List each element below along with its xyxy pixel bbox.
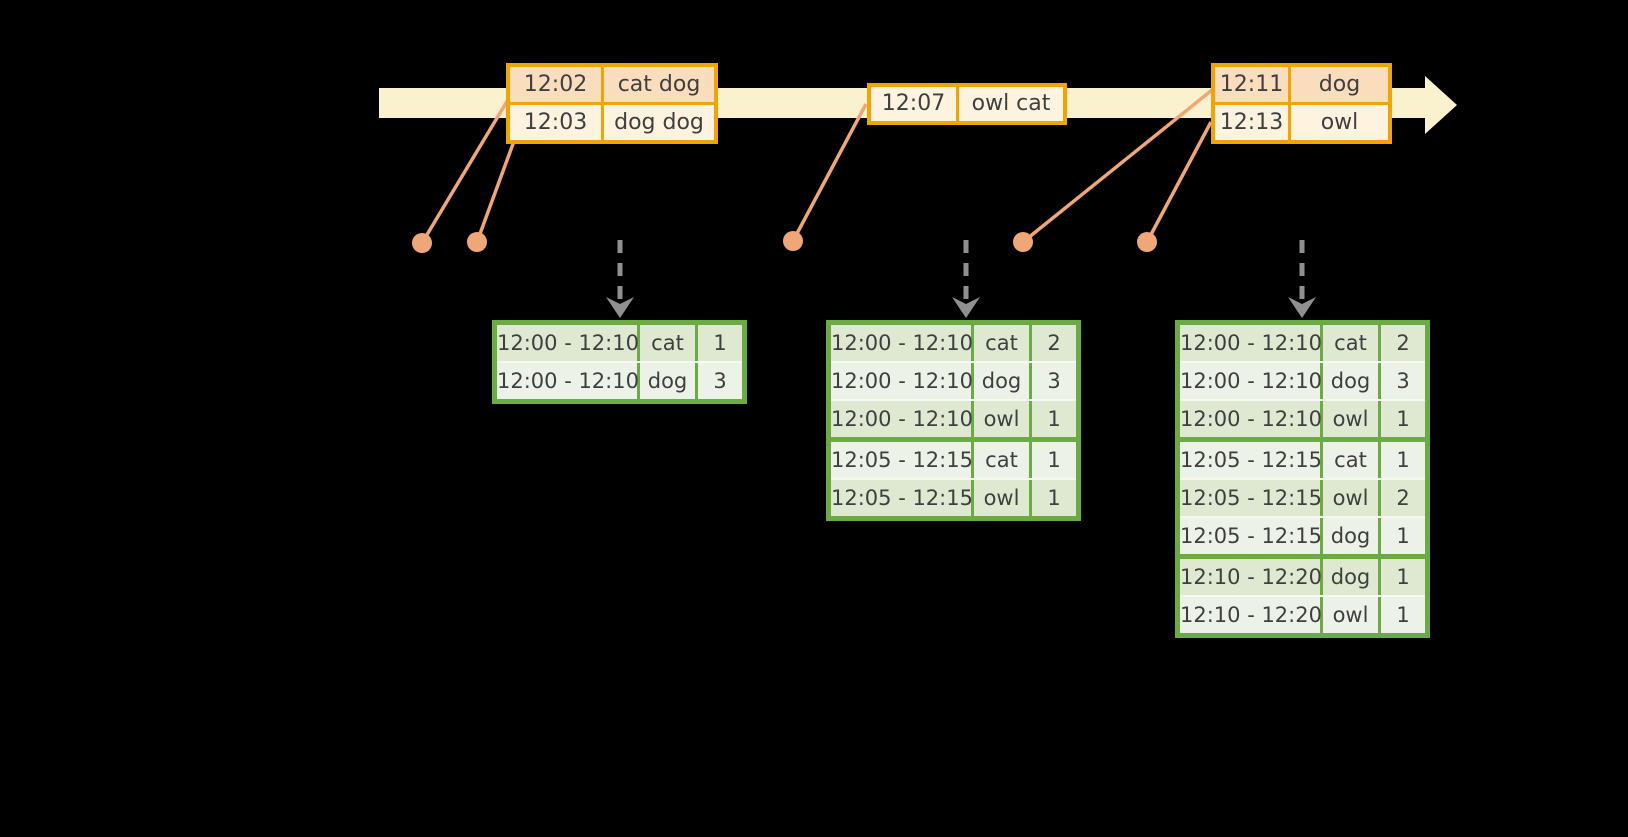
event-words-cell: dog bbox=[1291, 67, 1388, 102]
result-row: 12:05 - 12:15 cat 1 bbox=[831, 437, 1076, 478]
result-row: 12:05 - 12:15 owl 1 bbox=[831, 478, 1076, 516]
event-time-cell: 12:13 bbox=[1215, 105, 1288, 140]
trigger-arrows bbox=[606, 240, 1316, 318]
count-cell: 3 bbox=[698, 363, 742, 399]
window-cell: 12:00 - 12:10 bbox=[1180, 363, 1322, 399]
window-cell: 12:00 - 12:10 bbox=[497, 363, 639, 399]
result-table: 12:00 - 12:10 cat 2 12:00 - 12:10 dog 3 … bbox=[1175, 320, 1430, 638]
event-dot bbox=[783, 231, 803, 251]
result-row: 12:10 - 12:20 dog 1 bbox=[1180, 554, 1425, 595]
word-cell: dog bbox=[640, 363, 695, 399]
window-cell: 12:00 - 12:10 bbox=[831, 363, 973, 399]
word-cell: dog bbox=[1323, 363, 1378, 399]
result-row: 12:05 - 12:15 cat 1 bbox=[1180, 437, 1425, 478]
window-cell: 12:00 - 12:10 bbox=[831, 401, 973, 437]
window-cell: 12:00 - 12:10 bbox=[831, 325, 973, 361]
word-cell: owl bbox=[1323, 480, 1378, 516]
event-table: 12:02 cat dog 12:03 dog dog bbox=[506, 63, 718, 144]
word-cell: dog bbox=[1323, 559, 1378, 595]
word-cell: cat bbox=[640, 325, 695, 361]
event-table: 12:07 owl cat bbox=[867, 83, 1067, 125]
connector-lines bbox=[420, 88, 1214, 244]
event-time-cell: 12:07 bbox=[871, 87, 956, 121]
window-cell: 12:00 - 12:10 bbox=[497, 325, 639, 361]
result-row: 12:00 - 12:10 cat 1 bbox=[497, 325, 742, 361]
event-words-cell: owl cat bbox=[959, 87, 1063, 121]
event-row: 12:02 cat dog bbox=[510, 67, 714, 102]
connector-line bbox=[475, 132, 519, 243]
count-cell: 1 bbox=[1381, 597, 1425, 633]
dashed-down-arrow-icon bbox=[952, 240, 980, 318]
result-table: 12:00 - 12:10 cat 2 12:00 - 12:10 dog 3 … bbox=[826, 320, 1081, 521]
count-cell: 3 bbox=[1381, 363, 1425, 399]
result-row: 12:00 - 12:10 dog 3 bbox=[497, 361, 742, 399]
window-cell: 12:10 - 12:20 bbox=[1180, 597, 1322, 633]
event-row: 12:11 dog bbox=[1215, 67, 1388, 102]
event-words-cell: owl bbox=[1291, 105, 1388, 140]
dashed-down-arrow-icon bbox=[606, 240, 634, 318]
event-dot bbox=[1137, 232, 1157, 252]
result-row: 12:00 - 12:10 owl 1 bbox=[1180, 399, 1425, 437]
window-cell: 12:05 - 12:15 bbox=[1180, 518, 1322, 554]
connector-line bbox=[1145, 121, 1213, 243]
result-row: 12:00 - 12:10 cat 2 bbox=[831, 325, 1076, 361]
count-cell: 2 bbox=[1381, 325, 1425, 361]
connector-line bbox=[791, 103, 868, 242]
count-cell: 1 bbox=[1032, 480, 1076, 516]
result-row: 12:05 - 12:15 dog 1 bbox=[1180, 516, 1425, 554]
count-cell: 2 bbox=[1032, 325, 1076, 361]
result-row: 12:00 - 12:10 dog 3 bbox=[831, 361, 1076, 399]
event-row: 12:13 owl bbox=[1215, 105, 1388, 140]
count-cell: 1 bbox=[1381, 442, 1425, 478]
count-cell: 1 bbox=[698, 325, 742, 361]
word-cell: owl bbox=[1323, 401, 1378, 437]
count-cell: 2 bbox=[1381, 480, 1425, 516]
event-words-cell: cat dog bbox=[604, 67, 714, 102]
word-cell: owl bbox=[974, 401, 1029, 437]
count-cell: 1 bbox=[1032, 442, 1076, 478]
result-row: 12:00 - 12:10 dog 3 bbox=[1180, 361, 1425, 399]
word-cell: owl bbox=[974, 480, 1029, 516]
word-cell: cat bbox=[1323, 325, 1378, 361]
count-cell: 3 bbox=[1032, 363, 1076, 399]
word-cell: cat bbox=[974, 442, 1029, 478]
event-time-cell: 12:02 bbox=[510, 67, 601, 102]
window-cell: 12:05 - 12:15 bbox=[831, 480, 973, 516]
count-cell: 1 bbox=[1381, 518, 1425, 554]
count-cell: 1 bbox=[1381, 559, 1425, 595]
window-cell: 12:05 - 12:15 bbox=[1180, 480, 1322, 516]
event-dot bbox=[1013, 232, 1033, 252]
result-row: 12:00 - 12:10 cat 2 bbox=[1180, 325, 1425, 361]
event-dot bbox=[467, 232, 487, 252]
window-cell: 12:00 - 12:10 bbox=[1180, 401, 1322, 437]
word-cell: cat bbox=[974, 325, 1029, 361]
event-table: 12:11 dog 12:13 owl bbox=[1211, 63, 1392, 144]
event-time-cell: 12:03 bbox=[510, 105, 601, 140]
word-cell: owl bbox=[1323, 597, 1378, 633]
count-cell: 1 bbox=[1032, 401, 1076, 437]
event-time-cell: 12:11 bbox=[1215, 67, 1288, 102]
event-dot bbox=[412, 233, 432, 253]
window-cell: 12:00 - 12:10 bbox=[1180, 325, 1322, 361]
result-row: 12:05 - 12:15 owl 2 bbox=[1180, 478, 1425, 516]
result-row: 12:10 - 12:20 owl 1 bbox=[1180, 595, 1425, 633]
connector-line bbox=[1021, 88, 1214, 244]
word-cell: dog bbox=[1323, 518, 1378, 554]
connector-line bbox=[420, 97, 511, 244]
event-dots bbox=[412, 231, 1157, 253]
count-cell: 1 bbox=[1381, 401, 1425, 437]
window-cell: 12:05 - 12:15 bbox=[1180, 442, 1322, 478]
event-row: 12:07 owl cat bbox=[871, 87, 1063, 121]
word-cell: dog bbox=[974, 363, 1029, 399]
dashed-down-arrow-icon bbox=[1288, 240, 1316, 318]
result-row: 12:00 - 12:10 owl 1 bbox=[831, 399, 1076, 437]
event-row: 12:03 dog dog bbox=[510, 105, 714, 140]
window-cell: 12:05 - 12:15 bbox=[831, 442, 973, 478]
event-words-cell: dog dog bbox=[604, 105, 714, 140]
word-cell: cat bbox=[1323, 442, 1378, 478]
window-cell: 12:10 - 12:20 bbox=[1180, 559, 1322, 595]
result-table: 12:00 - 12:10 cat 1 12:00 - 12:10 dog 3 bbox=[492, 320, 747, 404]
